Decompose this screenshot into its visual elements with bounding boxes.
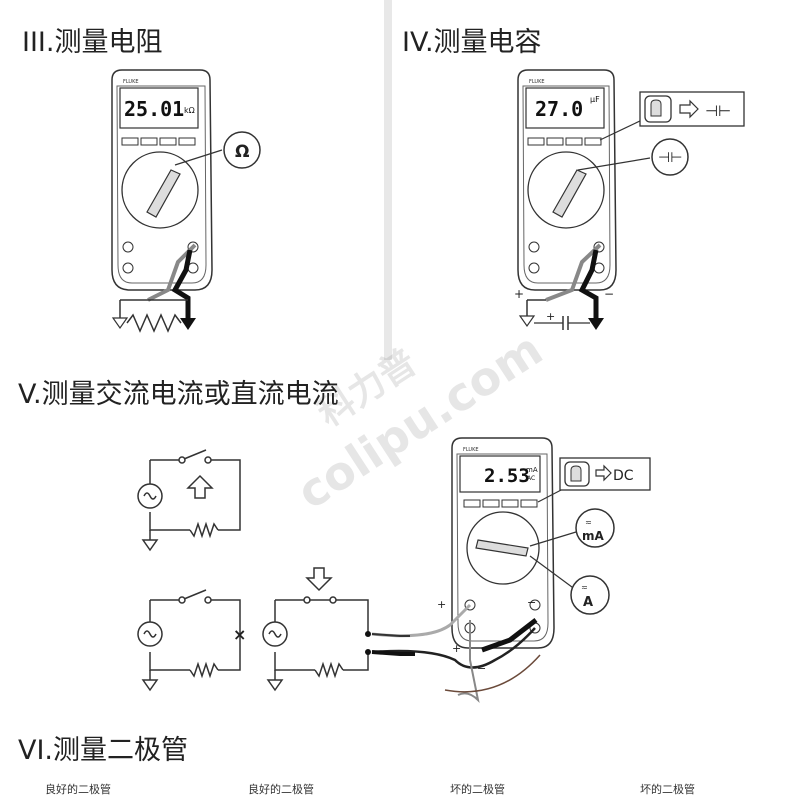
section-title-resistance: III.测量电阻 — [22, 27, 163, 58]
lcd-unit-2: μF — [590, 95, 600, 104]
meter-current: FLUKE 2.53 mA AC DC ≂ mA ≂ A — [371, 437, 651, 704]
brand-label-2: FLUKE — [529, 79, 545, 85]
svg-text:DC: DC — [613, 468, 634, 484]
divider-vertical — [384, 0, 392, 360]
lcd-unit-1: kΩ — [184, 106, 195, 115]
ohm-callout — [223, 131, 261, 169]
circuit-top — [137, 449, 241, 552]
lcd-screen-1 — [119, 87, 199, 129]
dial-knob-1 — [146, 169, 181, 218]
section-title-current: V.测量交流电流或直流电流 — [18, 379, 339, 410]
svg-text:+: + — [437, 598, 446, 611]
svg-text:−: − — [477, 662, 486, 675]
circuit-bottom-right — [262, 567, 369, 692]
svg-text:FLUKE: FLUKE — [463, 447, 479, 453]
svg-text:≂: ≂ — [581, 583, 588, 592]
svg-text:mA: mA — [582, 529, 605, 543]
svg-text:A: A — [583, 595, 593, 610]
section-title-diode: VI.测量二极管 — [18, 735, 189, 766]
cap-dial-symbol: ⊣⊢ — [658, 150, 682, 166]
meter-capacitance: FLUKE 27.0 μF ⊣⊢ ⊣⊢ + + − — [514, 69, 745, 330]
ohm-symbol: Ω — [235, 142, 249, 162]
svg-text:−: − — [527, 596, 536, 609]
break-mark: × — [233, 625, 246, 644]
section-title-capacitance: IV.测量电容 — [402, 27, 542, 58]
cap-callout-symbol-1: ⊣⊢ — [705, 102, 731, 120]
svg-text:mA: mA — [526, 466, 538, 474]
svg-text:+: + — [514, 287, 524, 301]
lcd-value-1: 25.01 — [124, 97, 184, 121]
svg-text:+: + — [452, 642, 461, 655]
svg-text:+: + — [546, 310, 555, 323]
brand-label-1: FLUKE — [123, 79, 139, 85]
svg-text:≂: ≂ — [585, 518, 592, 527]
circuit-bottom-left — [137, 589, 241, 692]
meter-resistance: FLUKE 25.01 kΩ Ω — [111, 69, 261, 333]
svg-text:AC: AC — [527, 475, 535, 482]
lcd-value-2: 27.0 — [535, 97, 583, 121]
svg-text:−: − — [604, 287, 614, 301]
lcd-value-3: 2.53 — [484, 465, 530, 487]
